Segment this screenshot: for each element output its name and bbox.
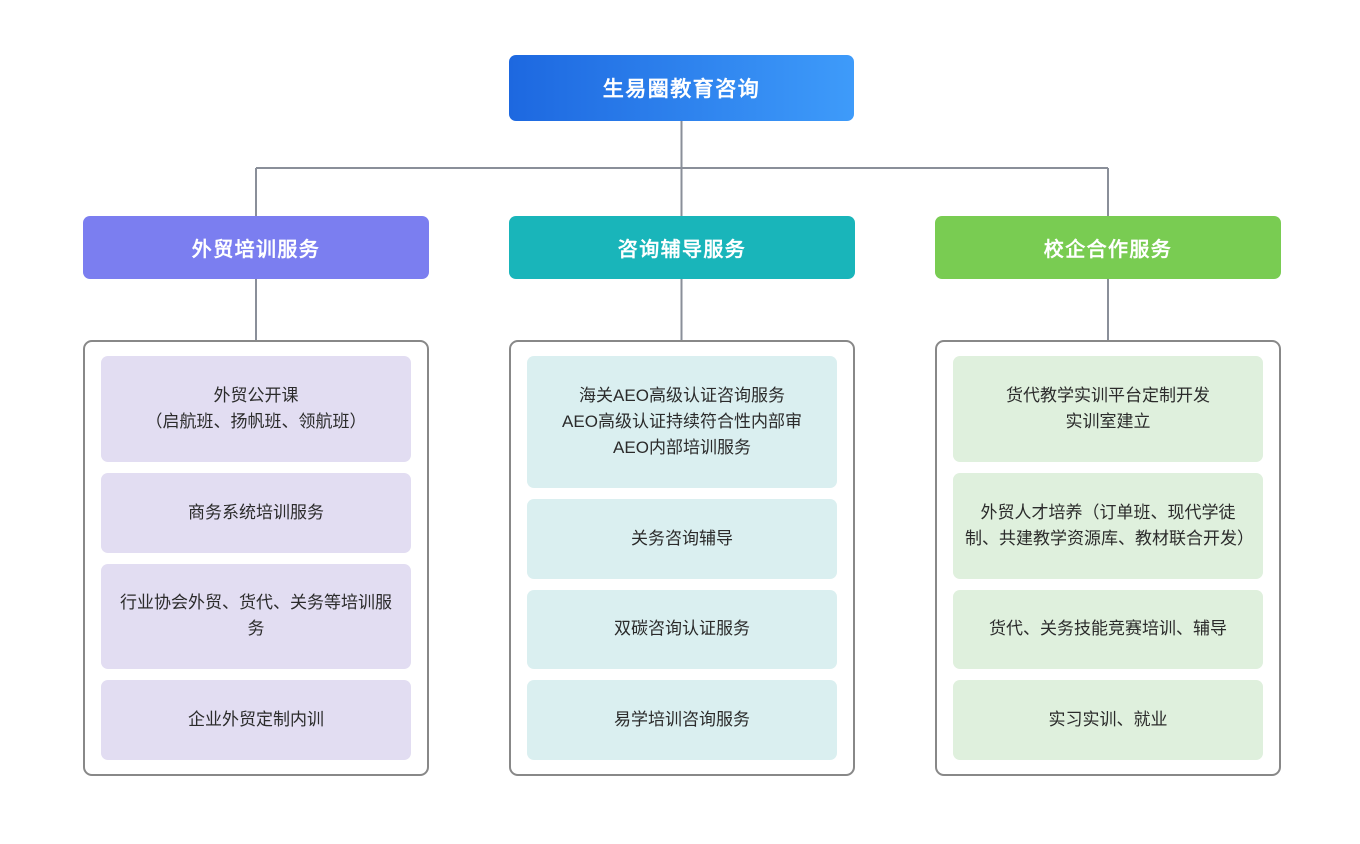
service-item-card[interactable]: 关务咨询辅导	[527, 499, 837, 579]
service-item-card[interactable]: 企业外贸定制内训	[101, 680, 411, 760]
service-item-label: 企业外贸定制内训	[188, 710, 324, 730]
branch-column-waimao-peixun: 外贸培训服务	[83, 216, 429, 279]
branch-column-zixun-fudao: 咨询辅导服务	[509, 216, 855, 279]
service-item-label: 双碳咨询认证服务	[614, 619, 750, 639]
category-header-label: 外贸培训服务	[191, 239, 321, 261]
service-item-card[interactable]: 海关AEO高级认证咨询服务 AEO高级认证持续符合性内部审 AEO内部培训服务	[527, 356, 837, 489]
service-item-card[interactable]: 双碳咨询认证服务	[527, 589, 837, 670]
root-node-label: 生易圈教育咨询	[602, 78, 761, 101]
service-item-card[interactable]: 实习实训、就业	[953, 680, 1263, 760]
category-header-waimao-peixun[interactable]: 外贸培训服务	[83, 216, 429, 279]
service-item-label: 货代、关务技能竞赛培训、辅导	[989, 619, 1227, 639]
service-item-card[interactable]: 易学培训咨询服务	[527, 680, 837, 760]
group-container-zixun-fudao: 海关AEO高级认证咨询服务 AEO高级认证持续符合性内部审 AEO内部培训服务 …	[509, 340, 855, 776]
service-item-label: 货代教学实训平台定制开发 实训室建立	[1006, 385, 1210, 431]
root-node[interactable]: 生易圈教育咨询	[509, 55, 854, 121]
service-item-label: 商务系统培训服务	[188, 502, 324, 522]
service-item-card[interactable]: 外贸公开课 （启航班、扬帆班、领航班）	[101, 356, 411, 462]
service-item-card[interactable]: 行业协会外贸、货代、关务等培训服务	[101, 563, 411, 670]
service-item-card[interactable]: 商务系统培训服务	[101, 472, 411, 553]
service-item-label: 关务咨询辅导	[631, 528, 733, 548]
category-header-xiaoqi-hezuo[interactable]: 校企合作服务	[935, 216, 1281, 279]
service-item-card[interactable]: 货代教学实训平台定制开发 实训室建立	[953, 356, 1263, 462]
service-item-label: 易学培训咨询服务	[614, 710, 750, 730]
service-item-card[interactable]: 货代、关务技能竞赛培训、辅导	[953, 589, 1263, 670]
branch-column-xiaoqi-hezuo: 校企合作服务	[935, 216, 1281, 279]
category-header-label: 校企合作服务	[1043, 239, 1173, 261]
service-item-label: 外贸公开课 （启航班、扬帆班、领航班）	[145, 385, 367, 431]
category-header-zixun-fudao[interactable]: 咨询辅导服务	[509, 216, 855, 279]
category-header-label: 咨询辅导服务	[617, 239, 747, 261]
service-item-label: 实习实训、就业	[1048, 710, 1168, 730]
service-item-label: 海关AEO高级认证咨询服务 AEO高级认证持续符合性内部审 AEO内部培训服务	[562, 385, 802, 458]
service-item-label: 行业协会外贸、货代、关务等培训服务	[120, 593, 392, 639]
service-item-label: 外贸人才培养（订单班、现代学徒制、共建教学资源库、教材联合开发）	[965, 502, 1254, 548]
service-item-card[interactable]: 外贸人才培养（订单班、现代学徒制、共建教学资源库、教材联合开发）	[953, 472, 1263, 579]
group-container-xiaoqi-hezuo: 货代教学实训平台定制开发 实训室建立 外贸人才培养（订单班、现代学徒制、共建教学…	[935, 340, 1281, 776]
group-container-waimao-peixun: 外贸公开课 （启航班、扬帆班、领航班） 商务系统培训服务 行业协会外贸、货代、关…	[83, 340, 429, 776]
